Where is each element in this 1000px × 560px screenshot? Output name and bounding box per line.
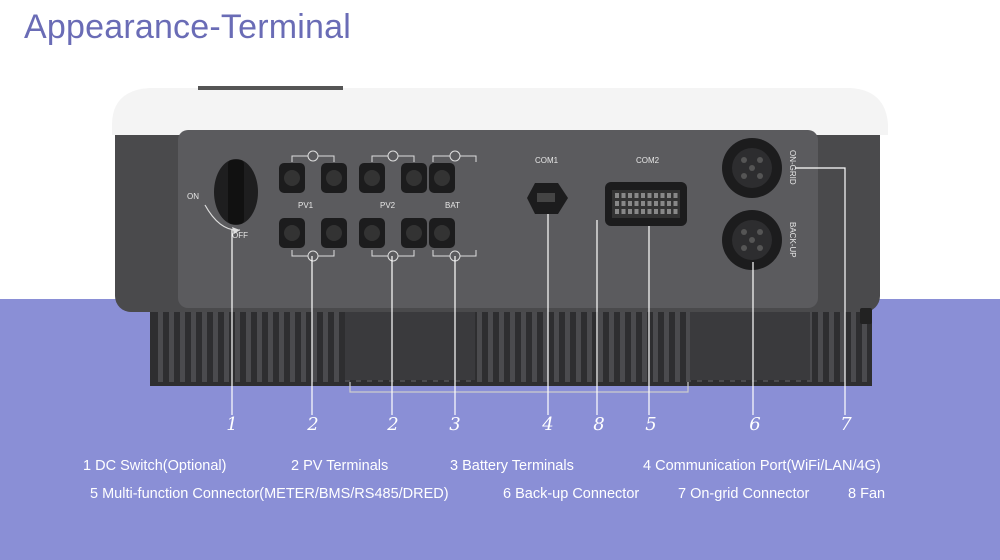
ground-wire — [349, 382, 689, 393]
callout-lines — [231, 167, 846, 415]
pv-battery-terminals — [279, 150, 477, 262]
legend-item-pv-terminals: 2 PV Terminals — [291, 458, 389, 474]
callout-8: 8 — [593, 414, 605, 435]
pv1-label: PV1 — [298, 201, 314, 210]
legend-item-communication-port: 4 Communication Port(WiFi/LAN/4G) — [643, 458, 881, 474]
com2-port — [605, 182, 687, 226]
callout-1: 1 — [226, 414, 238, 435]
device-cover — [112, 88, 888, 135]
legend-item-multi-function-connector: 5 Multi-function Connector(METER/BMS/RS4… — [90, 486, 449, 502]
terminal-panel — [178, 130, 818, 308]
legend-item-on-grid-connector: 7 On-grid Connector — [678, 486, 810, 502]
callout-6: 6 — [749, 414, 761, 435]
page-title: Appearance-Terminal — [24, 8, 351, 46]
com2-label: COM2 — [636, 156, 660, 165]
callout-7: 7 — [840, 414, 852, 435]
back-up-label: BACK-UP — [788, 222, 797, 258]
on-grid-label: ON-GRID — [788, 150, 797, 185]
on-grid-connector — [722, 138, 782, 198]
callout-2b: 2 — [387, 414, 399, 435]
back-up-connector — [722, 210, 782, 270]
callout-2a: 2 — [307, 414, 319, 435]
cover-slot — [198, 86, 343, 90]
com1-label: COM1 — [535, 156, 559, 165]
switch-off-label: OFF — [232, 231, 248, 240]
legend-item-battery-terminals: 3 Battery Terminals — [450, 458, 574, 474]
legend-item-fan: 8 Fan — [848, 486, 886, 502]
dc-switch — [204, 159, 258, 234]
callout-4: 4 — [542, 414, 554, 435]
callout-5: 5 — [645, 414, 657, 435]
switch-on-label: ON — [187, 192, 199, 201]
legend-item-dc-switch: 1 DC Switch(Optional) — [83, 458, 227, 474]
legend-item-back-up-connector: 6 Back-up Connector — [503, 486, 640, 502]
com1-port — [527, 183, 568, 214]
bat-label: BAT — [445, 201, 460, 210]
side-knob — [860, 308, 872, 324]
callout-3: 3 — [449, 414, 461, 435]
pv2-label: PV2 — [380, 201, 396, 210]
